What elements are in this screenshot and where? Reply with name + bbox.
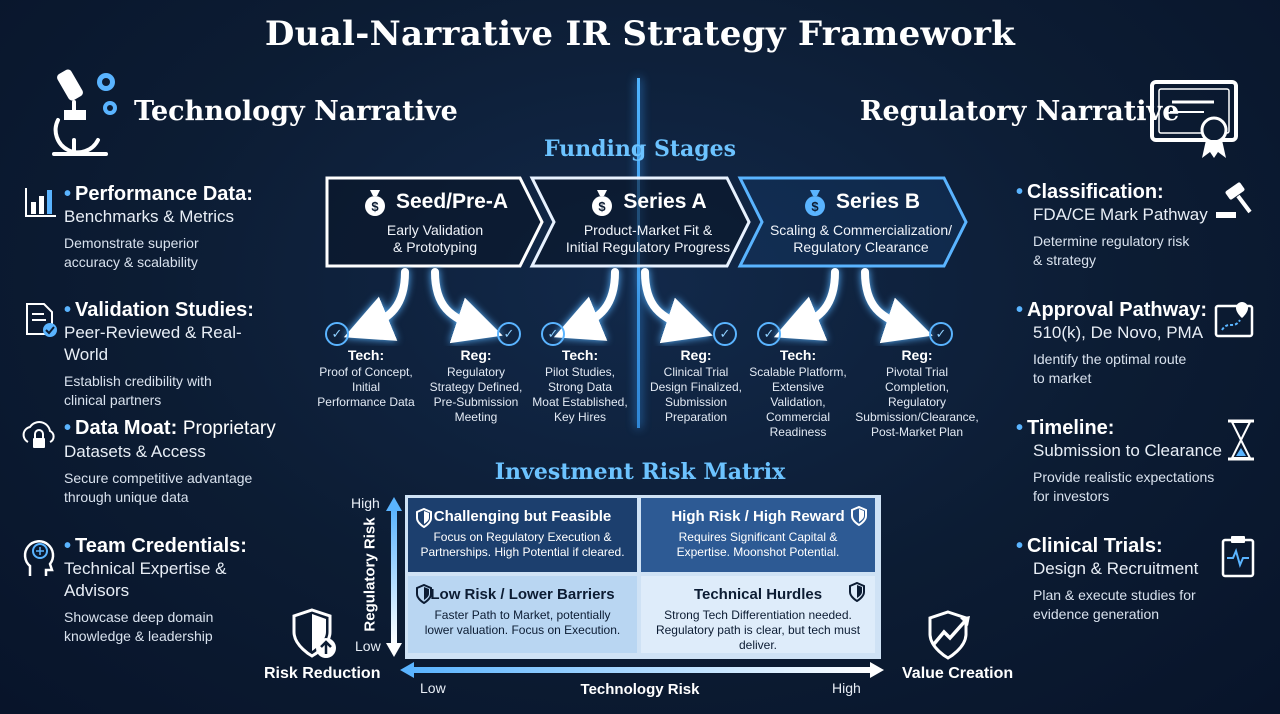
stage-name: Seed/Pre-A: [395, 190, 509, 213]
tech-item-performance: •Performance Data: Benchmarks & Metrics …: [24, 182, 284, 272]
quadrant-top-right: High Risk / High Reward Requires Signifi…: [641, 498, 875, 572]
check-icon: ✓: [541, 322, 565, 346]
x-axis-low: Low: [420, 680, 446, 696]
x-axis-high: High: [832, 680, 861, 696]
gavel-icon: [1216, 182, 1252, 218]
funding-stages-heading: Funding Stages: [543, 136, 737, 162]
map-pin-icon: [1214, 302, 1254, 338]
tech-item-subtitle: Benchmarks & Metrics: [64, 207, 235, 226]
y-axis-arrow: [386, 497, 402, 657]
money-bag-icon: $: [364, 190, 385, 216]
tech-item-title: •Validation Studies:: [64, 299, 254, 321]
x-axis-label: Technology Risk: [580, 681, 700, 698]
stage-desc: Scaling & Commercialization/Regulatory C…: [769, 222, 953, 255]
regulatory-narrative-heading: Regulatory Narrative: [860, 96, 1180, 127]
stage-series-a: $ Series A Product-Market Fit &Initial Re…: [548, 178, 748, 266]
shield-icon: [416, 584, 432, 604]
reg-item-desc: Determine regulatory risk& strategy: [1033, 233, 1190, 268]
y-axis-low: Low: [355, 638, 381, 654]
tech-item-title: •Data Moat: Proprietary: [64, 417, 276, 439]
y-axis-label: Regulatory Risk: [361, 517, 379, 632]
tech-item-subtitle: Peer-Reviewed & Real-World: [64, 323, 242, 364]
reg-item-subtitle: Design & Recruitment: [1033, 559, 1199, 578]
tech-item-team: •Team Credentials: Technical Expertise &…: [23, 534, 284, 646]
reg-item-timeline: •Timeline: Submission to Clearance Provi…: [1016, 416, 1256, 506]
svg-text:$: $: [371, 199, 379, 214]
quadrant-bottom-right: Technical Hurdles Strong Tech Differenti…: [641, 576, 875, 653]
reg-item-clinical: •Clinical Trials: Design & Recruitment P…: [1016, 534, 1256, 624]
clipboard-pulse-icon: [1221, 536, 1255, 578]
cloud-lock-icon: [22, 421, 55, 448]
money-bag-icon: $: [804, 190, 825, 216]
shield-icon: [416, 508, 432, 528]
shield-icon: [849, 582, 865, 602]
check-icon: ✓: [325, 322, 349, 346]
shield-growth-icon: [928, 610, 970, 660]
check-icon: ✓: [497, 322, 521, 346]
stage-desc: Product-Market Fit &Initial Regulatory P…: [565, 222, 731, 255]
certificate-icon: [1150, 80, 1238, 158]
tech-item-validation: •Validation Studies: Peer-Reviewed & Rea…: [24, 298, 284, 410]
risk-matrix-heading: Investment Risk Matrix: [494, 459, 786, 485]
money-bag-icon: $: [592, 190, 613, 216]
stage-seed: $ Seed/Pre-A Early Validation& Prototypin…: [328, 178, 542, 266]
tech-item-subtitle: Datasets & Access: [64, 442, 206, 461]
quadrant-top-left: Challenging but Feasible Focus on Regula…: [408, 498, 637, 572]
reg-item-title: •Classification:: [1016, 181, 1164, 203]
tech-item-title: •Team Credentials:: [64, 535, 247, 557]
svg-text:$: $: [811, 199, 819, 214]
value-creation-label: Value Creation: [902, 665, 1014, 682]
stage-desc: Early Validation& Prototyping: [386, 222, 484, 255]
stage-name: Series B: [835, 190, 921, 213]
hourglass-icon: [1228, 419, 1254, 461]
microscope-gears-icon: [52, 69, 117, 156]
reg-item-classification: •Classification: FDA/CE Mark Pathway Det…: [1016, 180, 1256, 270]
y-axis-high: High: [351, 495, 380, 511]
page-title: Dual-Narrative IR Strategy Framework: [264, 14, 1016, 54]
tech-item-title: •Performance Data:: [64, 183, 253, 205]
risk-reduction-label: Risk Reduction: [264, 665, 381, 682]
stage-split-arrows: [343, 268, 933, 344]
technology-narrative-heading: Technology Narrative: [134, 96, 458, 127]
reg-item-title: •Timeline:: [1016, 417, 1115, 439]
reg-item-title: •Clinical Trials:: [1016, 535, 1163, 557]
svg-text:$: $: [599, 199, 607, 214]
tech-item-data-moat: •Data Moat: Proprietary Datasets & Acces…: [22, 416, 284, 507]
shield-icon: [851, 506, 867, 526]
shield-arrow-icon: [292, 608, 336, 658]
bar-chart-icon: [25, 188, 56, 217]
stage-name: Series A: [623, 190, 707, 213]
reg-item-subtitle: FDA/CE Mark Pathway: [1033, 205, 1208, 224]
reg-item-subtitle: 510(k), De Novo, PMA: [1033, 323, 1204, 342]
head-brain-icon: [23, 540, 55, 576]
check-icon: ✓: [757, 322, 781, 346]
reg-item-approval: •Approval Pathway: 510(k), De Novo, PMA …: [1016, 298, 1256, 388]
quadrant-bottom-left: Low Risk / Lower Barriers Faster Path to…: [408, 576, 637, 653]
tech-item-subtitle: Technical Expertise & Advisors: [64, 559, 227, 600]
reg-item-subtitle: Submission to Clearance: [1033, 441, 1222, 460]
reg-item-title: •Approval Pathway:: [1016, 299, 1208, 321]
stage-series-b: $ Series B Scaling & Commercialization/Re…: [756, 178, 966, 266]
check-icon: ✓: [929, 322, 953, 346]
document-check-icon: [26, 303, 57, 337]
check-icon: ✓: [713, 322, 737, 346]
x-axis-arrow: [400, 662, 884, 678]
